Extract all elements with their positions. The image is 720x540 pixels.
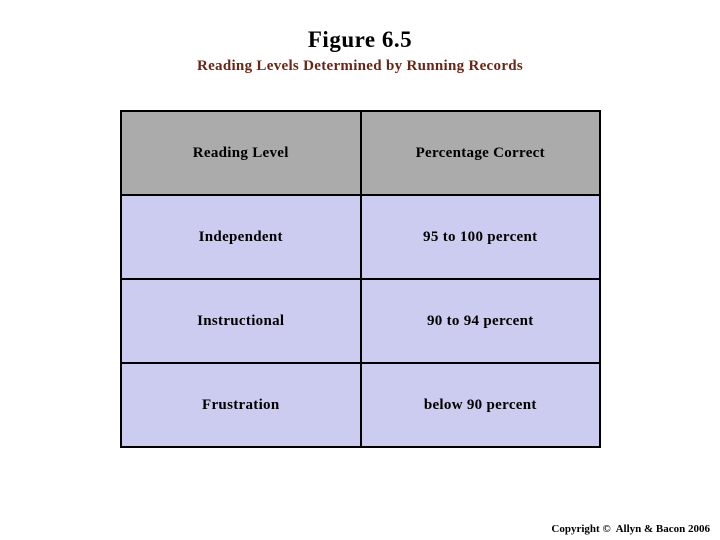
column-header-percentage-correct: Percentage Correct	[359, 110, 601, 196]
cell-level: Instructional	[120, 278, 362, 364]
cell-percentage: below 90 percent	[359, 362, 601, 448]
page-title: Figure 6.5	[307, 27, 413, 52]
cell-percentage: 95 to 100 percent	[359, 194, 601, 280]
column-header-reading-level: Reading Level	[120, 110, 362, 196]
table-row: Instructional 90 to 94 percent	[120, 278, 601, 364]
table-header-row: Reading Level Percentage Correct	[120, 110, 601, 196]
copyright-text: Copyright © Allyn & Bacon 2006	[551, 523, 710, 535]
cell-level: Independent	[120, 194, 362, 280]
reading-levels-table: Reading Level Percentage Correct Indepen…	[120, 110, 601, 448]
table-row: Frustration below 90 percent	[120, 362, 601, 448]
table-row: Independent 95 to 100 percent	[120, 194, 601, 280]
page-subtitle: Reading Levels Determined by Running Rec…	[196, 58, 524, 74]
cell-percentage: 90 to 94 percent	[359, 278, 601, 364]
cell-level: Frustration	[120, 362, 362, 448]
